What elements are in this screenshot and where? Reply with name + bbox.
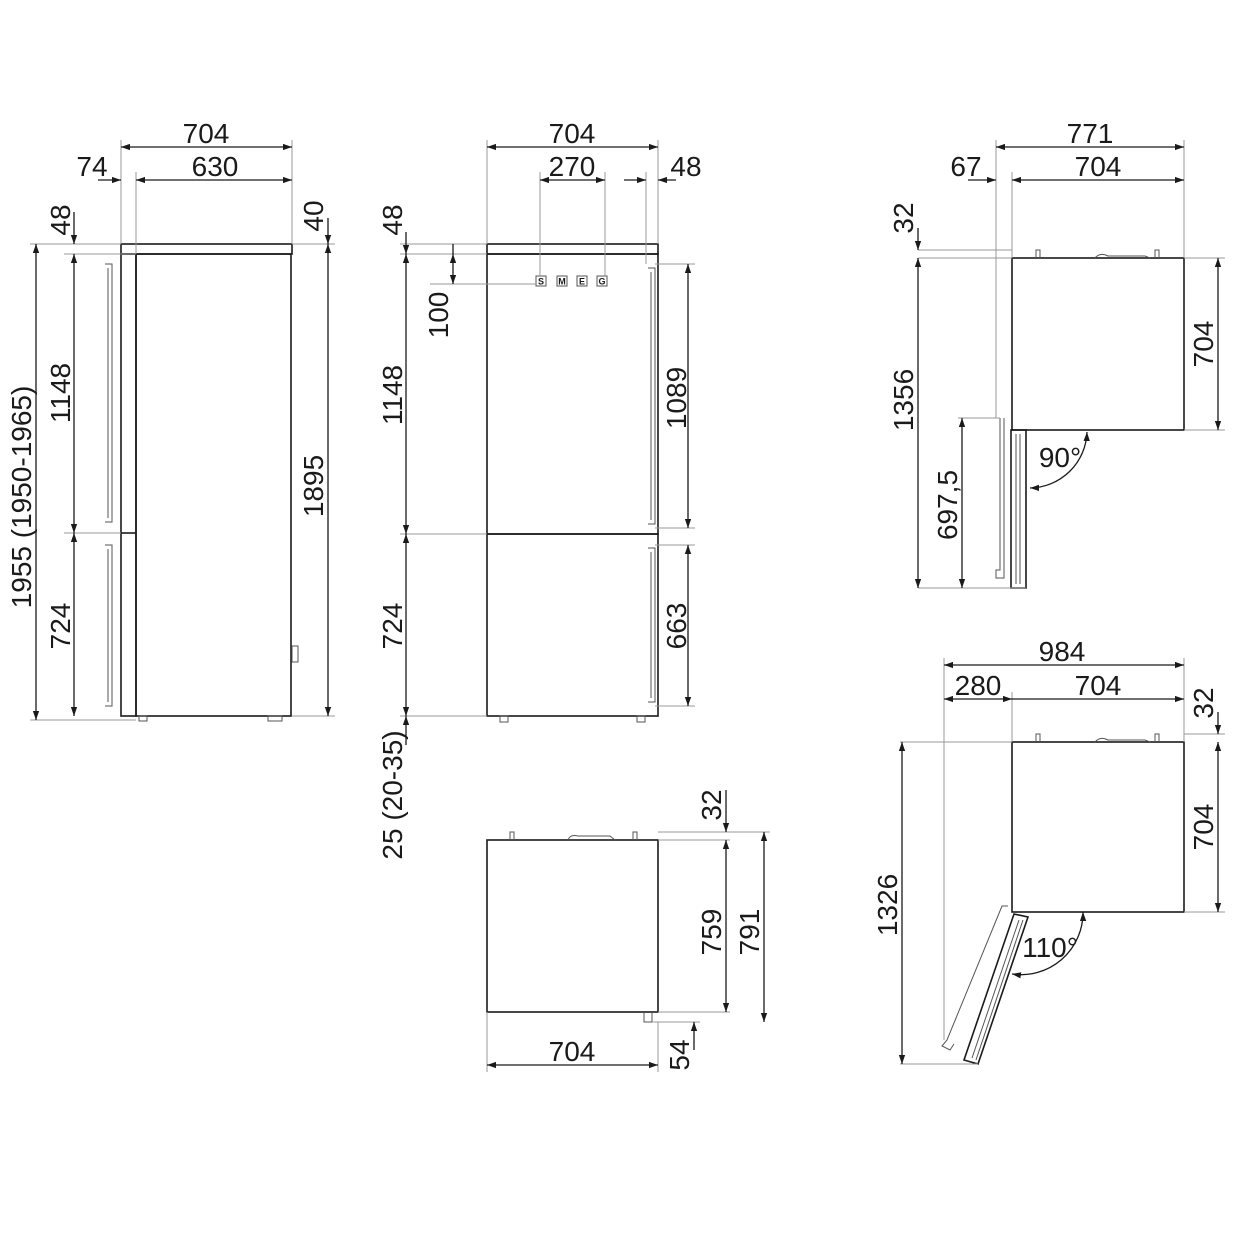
front-rear-fitting [291, 645, 299, 663]
front-face-view: S M E G 704 270 48 48 100 1148 724 25 (2… [377, 118, 702, 860]
svg-text:G: G [598, 277, 605, 287]
front-top-right: 40 [298, 200, 329, 231]
side-top-fittings [509, 831, 638, 841]
face-top-panel [486, 243, 659, 255]
top110-angle: 110° [1022, 932, 1078, 963]
face-logo-drop: 100 [423, 292, 454, 339]
svg-text:M: M [558, 277, 566, 287]
top110-handle [941, 905, 1008, 1051]
front-height-freezer: 724 [45, 603, 76, 650]
side-depth-total: 791 [734, 909, 765, 956]
side-body [486, 839, 659, 1013]
side-door: 54 [664, 1039, 695, 1070]
face-width-total: 704 [549, 118, 596, 149]
face-width-logo: 270 [549, 151, 596, 182]
svg-text:S: S [538, 277, 544, 287]
front-height-total: 1955 (1950-1965) [6, 386, 37, 609]
top110-width-total: 984 [1039, 636, 1086, 667]
top110-body [1011, 741, 1185, 913]
front-view: 704 630 74 48 1148 724 1955 (1950-1965) … [6, 118, 335, 722]
face-handle-top [648, 267, 656, 525]
top90-width-offset: 67 [950, 151, 981, 182]
top90-body [1011, 257, 1185, 431]
face-height-fridge: 1148 [377, 365, 408, 425]
front-handle-top [105, 263, 113, 523]
top90-angle: 90° [1039, 442, 1081, 473]
top90-width-total: 771 [1067, 118, 1114, 149]
top90-handle [995, 418, 1005, 579]
face-freezer-door [486, 533, 659, 717]
front-handle-bottom [105, 544, 113, 707]
face-width-hinge: 48 [670, 151, 701, 182]
top110-height-total: 1326 [872, 874, 903, 936]
face-foot-right [636, 715, 646, 723]
face-handle-bottom: 663 [661, 603, 692, 650]
front-width-total: 704 [183, 118, 230, 149]
top110-top: 32 [1188, 687, 1219, 718]
side-view: 32 759 791 54 704 [486, 789, 770, 1072]
smeg-logo: S M E G [535, 275, 608, 287]
top110-height-body: 704 [1188, 804, 1219, 851]
front-foot-left [138, 715, 148, 722]
face-top-offset: 48 [377, 204, 408, 235]
front-top-left: 48 [45, 204, 76, 235]
top110-width-offset: 280 [955, 670, 1002, 701]
front-height-body: 1895 [298, 455, 329, 517]
side-top: 32 [696, 789, 727, 820]
top90-height-body: 704 [1188, 321, 1219, 368]
top110-fittings [1035, 733, 1160, 743]
top90-fittings [1035, 249, 1160, 259]
front-door-edge [120, 253, 137, 717]
front-width-offset: 74 [76, 151, 107, 182]
side-width: 704 [549, 1036, 596, 1067]
top90-width-body: 704 [1075, 151, 1122, 182]
top90-height-total: 1356 [888, 369, 919, 431]
svg-text:E: E [579, 277, 585, 287]
side-door-handle [643, 1012, 653, 1023]
face-foot-left [499, 715, 509, 723]
front-top-panel [120, 243, 293, 255]
top90-top: 32 [888, 202, 919, 233]
face-handle-bottom [648, 547, 656, 703]
side-depth-body: 759 [696, 909, 727, 956]
top90-height-door: 697,5 [932, 470, 963, 540]
front-width-body: 630 [192, 151, 239, 182]
front-foot-right [267, 715, 283, 722]
top110-width-body: 704 [1075, 670, 1122, 701]
top90-door-panel [1015, 434, 1021, 584]
face-fridge-door [486, 253, 659, 535]
top90-door [1010, 429, 1027, 589]
front-height-fridge: 1148 [45, 363, 76, 423]
front-body [135, 253, 292, 717]
top110-door-panel [971, 919, 1024, 1061]
face-feet: 25 (20-35) [377, 730, 408, 859]
face-height-freezer: 724 [377, 603, 408, 650]
face-handle-top: 1089 [661, 367, 692, 429]
top-view-90: 771 704 67 32 1356 697,5 704 90° [888, 118, 1225, 589]
top-view-110: 984 280 704 32 704 1326 110° [872, 636, 1225, 1065]
